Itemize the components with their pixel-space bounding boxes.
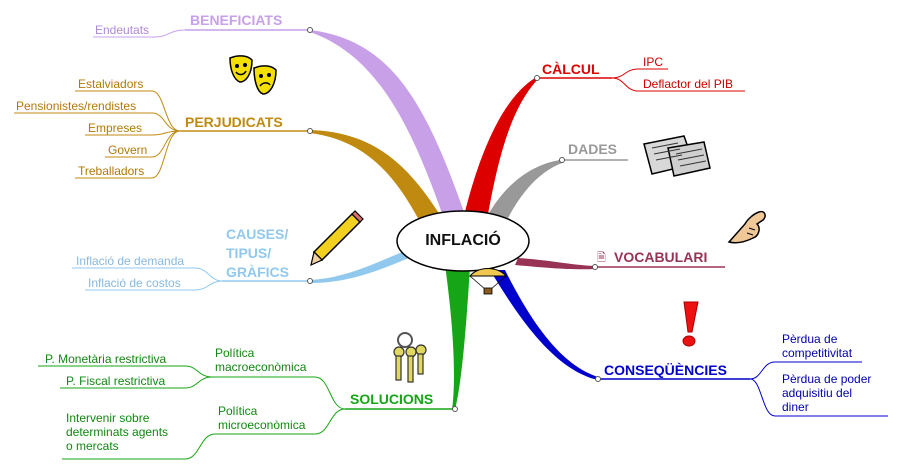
- dades-label[interactable]: DADES: [568, 141, 618, 157]
- causes-label[interactable]: CAUSES/ TIPUS/ GRÀFICS: [226, 226, 289, 280]
- branch-solucions: [445, 265, 470, 410]
- branch-perjudicats: [310, 130, 440, 222]
- causes-item[interactable]: Inflació de demanda: [76, 254, 185, 268]
- beneficiats-item[interactable]: Endeutats: [95, 23, 150, 37]
- solucions-item[interactable]: P. Fiscal restrictiva: [66, 374, 166, 388]
- center-label[interactable]: INFLACIÓ: [425, 232, 501, 249]
- solucions-group-micro[interactable]: Política microeconòmica: [218, 404, 306, 432]
- consequencies-item[interactable]: Pèrdua de poder adquisitiu del diner: [782, 372, 872, 414]
- solucions-item[interactable]: P. Monetària restrictiva: [45, 352, 167, 366]
- exclamation-icon: [682, 301, 699, 347]
- calcul-item[interactable]: Deflactor del PIB: [643, 77, 734, 91]
- branch-vocabulari: [515, 258, 595, 270]
- pencil-icon: [310, 210, 364, 267]
- branch-dades: [488, 160, 562, 218]
- perjudicats-label[interactable]: PERJUDICATS: [185, 114, 283, 130]
- calcul-label[interactable]: CÀLCUL: [542, 61, 600, 77]
- perjudicats-item[interactable]: Pensionistes/rendistes: [16, 99, 137, 113]
- parachute-icon: [468, 268, 508, 295]
- theater-masks-icon: [229, 55, 277, 95]
- consequencies-item[interactable]: Pèrdua de competitivitat: [782, 332, 853, 360]
- solucions-label[interactable]: SOLUCIONS: [350, 391, 434, 407]
- beneficiats-label[interactable]: BENEFICIATS: [190, 12, 283, 28]
- perjudicats-item[interactable]: Govern: [108, 143, 148, 157]
- perjudicats-item[interactable]: Treballadors: [78, 164, 145, 178]
- solucions-group-macro[interactable]: Política macroeconòmica: [215, 346, 307, 374]
- newspaper-icon: [643, 135, 711, 177]
- branch-beneficiats: [310, 30, 465, 222]
- branch-consequencies: [490, 270, 598, 380]
- branch-calcul: [465, 78, 537, 214]
- solucions-item[interactable]: Intervenir sobre determinats agents o me…: [66, 411, 169, 453]
- causes-item[interactable]: Inflació de costos: [88, 276, 181, 290]
- keys-icon: [393, 332, 427, 383]
- center-node[interactable]: [396, 210, 530, 272]
- pointing-hand-icon: [727, 210, 766, 244]
- document-icon[interactable]: 🗎: [597, 252, 606, 264]
- calcul-item[interactable]: IPC: [643, 55, 664, 69]
- vocabulari-label[interactable]: VOCABULARI: [614, 249, 708, 265]
- perjudicats-item[interactable]: Estalviadors: [78, 77, 144, 91]
- perjudicats-item[interactable]: Empreses: [88, 121, 143, 135]
- consequencies-label[interactable]: CONSEQÜÈNCIES: [604, 362, 727, 378]
